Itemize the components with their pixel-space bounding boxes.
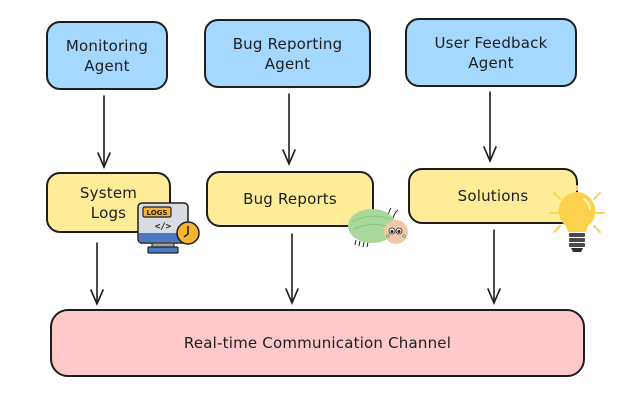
- bug-reports-node[interactable]: Bug Reports: [206, 171, 374, 227]
- node-label: Real-time Communication Channel: [183, 334, 452, 352]
- node-label: System: [79, 183, 138, 202]
- node-label: Agent: [84, 56, 130, 75]
- node-label: Agent: [468, 53, 514, 72]
- node-label: Monitoring: [65, 36, 149, 55]
- arrow-bugagent-to-reports: [282, 93, 296, 167]
- arrow-feedback-to-solutions: [483, 91, 497, 164]
- node-label: Agent: [264, 54, 311, 73]
- lightbulb-icon: [549, 185, 605, 252]
- solutions-node[interactable]: Solutions: [408, 168, 578, 224]
- communication-channel-node[interactable]: Real-time Communication Channel: [50, 309, 585, 377]
- system-logs-node[interactable]: System Logs: [46, 172, 171, 233]
- node-label: Solutions: [457, 187, 529, 205]
- logs-badge-text: LOGS: [147, 209, 168, 217]
- bug-icon: [348, 207, 408, 248]
- monitoring-agent-node[interactable]: Monitoring Agent: [46, 21, 168, 90]
- code-glyph-text: </>: [155, 222, 172, 232]
- arrow-monitoring-to-logs: [97, 95, 111, 170]
- node-label: User Feedback: [434, 33, 548, 52]
- bug-reporting-agent-node[interactable]: Bug Reporting Agent: [204, 19, 371, 88]
- node-label: Logs: [90, 203, 127, 222]
- arrow-logs-to-channel: [90, 242, 104, 307]
- node-label: Bug Reporting: [232, 34, 343, 53]
- user-feedback-agent-node[interactable]: User Feedback Agent: [405, 18, 577, 87]
- arrow-reports-to-channel: [285, 233, 299, 306]
- arrow-solutions-to-channel: [487, 229, 501, 306]
- node-label: Bug Reports: [243, 190, 337, 208]
- monitor-logs-icon: LOGS </>: [137, 202, 200, 254]
